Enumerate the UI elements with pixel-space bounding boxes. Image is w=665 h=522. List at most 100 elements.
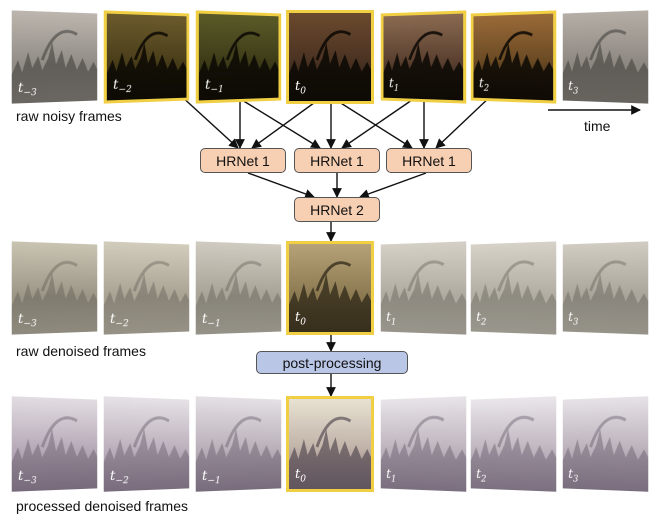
time-subscript: −3: [23, 476, 37, 488]
arrow-tm2-to-hrnet1a: [179, 94, 239, 149]
time-variable: t: [295, 79, 301, 95]
frame-time-label: t2: [479, 77, 489, 94]
tree-silhouette-icon: [380, 241, 467, 335]
tree-silhouette-icon: [11, 10, 98, 104]
tree-silhouette-icon: [106, 14, 187, 101]
time-subscript: 0: [300, 475, 306, 485]
frame-proc-t-minus-3: t−3: [11, 396, 98, 492]
frame-time-label: t−2: [113, 78, 132, 96]
hrnet1-right-node: HRNet 1: [386, 148, 472, 173]
arrow-t2-to-hrnet1c: [435, 94, 493, 149]
frame-rawden-t2: t2: [470, 241, 557, 335]
frame-proc-t-minus-2: t−2: [103, 396, 190, 492]
row-label-raw-denoised: raw denoised frames: [16, 343, 146, 359]
frame-time-label: t0: [295, 79, 306, 97]
tree-silhouette-icon: [383, 14, 464, 101]
tree-silhouette-icon: [289, 416, 371, 489]
frame-time-label: t1: [386, 311, 396, 328]
time-subscript: 2: [483, 84, 490, 95]
frame-time-label: t−3: [18, 312, 37, 331]
post-processing-node: post-processing: [256, 351, 408, 374]
frame-time-label: t3: [568, 80, 578, 97]
frame-rawden-t-minus-3: t−3: [11, 241, 98, 335]
frame-time-label: t2: [476, 468, 486, 485]
tree-silhouette-icon: [198, 14, 279, 101]
time-subscript: 0: [300, 318, 306, 328]
frame-rawden-t0: t0: [286, 241, 374, 335]
frame-proc-t2: t2: [470, 396, 557, 492]
time-subscript: −2: [115, 476, 129, 488]
time-subscript: 1: [393, 84, 400, 95]
time-label: time: [584, 118, 611, 134]
tree-silhouette-icon: [470, 396, 557, 492]
frame-rawden-t-minus-1: t−1: [195, 241, 282, 335]
time-subscript: 3: [573, 87, 579, 98]
tree-silhouette-icon: [473, 14, 554, 101]
frame-proc-t0: t0: [286, 396, 374, 492]
time-subscript: −2: [115, 319, 129, 331]
frame-noisy-t3: t3: [562, 10, 649, 104]
frame-time-label: t−3: [18, 469, 37, 488]
arrow-t0-to-hrnet1a: [251, 99, 319, 149]
frame-rawden-t3: t3: [562, 241, 649, 335]
time-subscript: −1: [207, 319, 221, 331]
frame-noisy-t0: t0: [286, 10, 374, 104]
time-subscript: 3: [573, 318, 579, 329]
time-subscript: 1: [391, 475, 397, 486]
time-subscript: −1: [207, 476, 221, 488]
tree-silhouette-icon: [289, 261, 371, 332]
time-subscript: −3: [23, 319, 37, 331]
arrow-hrnet1c-to-hrnet2: [359, 172, 427, 199]
time-subscript: −2: [118, 85, 132, 96]
frame-proc-t1: t1: [380, 396, 467, 492]
time-subscript: 2: [481, 318, 487, 329]
frame-rawden-t1: t1: [380, 241, 467, 335]
frame-time-label: t−1: [205, 78, 224, 96]
arrow-t1-to-hrnet1b: [341, 99, 413, 149]
time-subscript: 3: [573, 475, 579, 486]
frame-time-label: t3: [568, 311, 578, 328]
tree-silhouette-icon: [103, 396, 190, 492]
frame-noisy-t2: t2: [470, 10, 557, 104]
frame-time-label: t1: [386, 468, 396, 485]
frame-noisy-t-minus-3: t−3: [11, 10, 98, 104]
tree-silhouette-icon: [11, 241, 98, 335]
frame-noisy-t-minus-1: t−1: [195, 10, 282, 104]
tree-silhouette-icon: [11, 396, 98, 492]
frame-time-label: t−2: [110, 469, 129, 488]
hrnet2-node: HRNet 2: [294, 197, 380, 222]
time-subscript: 1: [391, 318, 397, 329]
frame-time-label: t−3: [18, 81, 37, 100]
tree-silhouette-icon: [562, 396, 649, 492]
tree-silhouette-icon: [195, 241, 282, 335]
frame-time-label: t−1: [202, 469, 221, 488]
hrnet1-left-node: HRNet 1: [200, 148, 286, 173]
tree-silhouette-icon: [103, 241, 190, 335]
tree-silhouette-icon: [380, 396, 467, 492]
tree-silhouette-icon: [562, 10, 649, 104]
arrow-t0-to-hrnet1c: [335, 99, 413, 149]
frame-rawden-t-minus-2: t−2: [103, 241, 190, 335]
frame-time-label: t0: [295, 310, 306, 328]
tree-silhouette-icon: [195, 396, 282, 492]
time-subscript: −1: [210, 85, 224, 96]
tree-silhouette-icon: [289, 30, 371, 101]
arrow-tm1-to-hrnet1b: [241, 99, 321, 149]
frame-noisy-t-minus-2: t−2: [103, 10, 190, 104]
time-subscript: 0: [300, 87, 306, 97]
hrnet1-middle-node: HRNet 1: [294, 148, 380, 173]
frame-noisy-t1: t1: [380, 10, 467, 104]
tree-silhouette-icon: [470, 241, 557, 335]
frame-proc-t3: t3: [562, 396, 649, 492]
row-label-raw-noisy: raw noisy frames: [16, 108, 122, 124]
time-variable: t: [295, 467, 301, 483]
frame-proc-t-minus-1: t−1: [195, 396, 282, 492]
frame-time-label: t0: [295, 467, 306, 485]
time-subscript: −3: [23, 88, 37, 100]
time-subscript: 2: [481, 475, 487, 486]
row-label-processed-denoised: processed denoised frames: [16, 498, 188, 514]
frame-time-label: t2: [476, 311, 486, 328]
time-variable: t: [295, 310, 301, 326]
